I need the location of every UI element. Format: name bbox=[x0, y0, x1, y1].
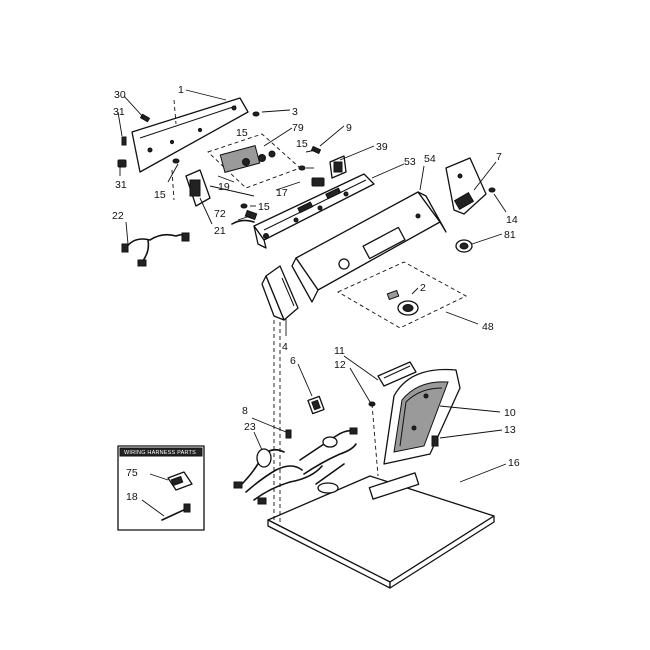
callout-19: 19 bbox=[218, 181, 230, 193]
callout-21: 21 bbox=[214, 225, 226, 237]
callout-15-left: 15 bbox=[154, 189, 166, 201]
callout-4: 4 bbox=[282, 341, 288, 353]
callout-10: 10 bbox=[504, 407, 516, 419]
callout-7: 7 bbox=[496, 151, 502, 163]
callout-11: 11 bbox=[334, 345, 345, 357]
part-13-screw bbox=[431, 435, 439, 447]
part-15-screws bbox=[172, 158, 306, 209]
callout-12: 12 bbox=[334, 359, 346, 371]
part-54-console bbox=[291, 191, 447, 303]
callout-13: 13 bbox=[504, 424, 516, 436]
part-1-rear-panel bbox=[131, 97, 249, 173]
part-17-connector bbox=[311, 177, 325, 187]
part-10-lid bbox=[383, 368, 461, 465]
callout-54: 54 bbox=[424, 153, 436, 165]
callout-22: 22 bbox=[112, 210, 124, 222]
callout-16: 16 bbox=[508, 457, 520, 469]
part-53-control-strip bbox=[253, 173, 375, 249]
part-7-end-cap bbox=[445, 157, 487, 215]
callout-75: 75 bbox=[126, 467, 138, 479]
inset-title: WIRING HARNESS PARTS bbox=[124, 450, 196, 456]
callout-39: 39 bbox=[376, 141, 388, 153]
part-81-knob bbox=[455, 239, 473, 253]
callout-31-lower: 31 bbox=[115, 179, 127, 191]
callout-15-mid: 15 bbox=[258, 201, 270, 213]
callout-9: 9 bbox=[346, 122, 352, 134]
part-4-end-cap bbox=[261, 265, 299, 321]
callout-1: 1 bbox=[178, 84, 184, 96]
part-6-switch bbox=[307, 395, 325, 415]
callout-17: 17 bbox=[276, 187, 288, 199]
part-21-bracket bbox=[185, 169, 211, 207]
part-23-wire-harness bbox=[233, 427, 358, 505]
callout-15-right: 15 bbox=[296, 138, 308, 150]
part-22-wire-harness bbox=[121, 232, 190, 267]
callout-79: 79 bbox=[292, 122, 304, 134]
leader-lines bbox=[117, 89, 507, 524]
callout-48: 48 bbox=[482, 321, 494, 333]
callout-18: 18 bbox=[126, 491, 138, 503]
callout-6: 6 bbox=[290, 355, 296, 367]
callout-31-upper: 31 bbox=[113, 106, 125, 118]
part-79-switch-bracket bbox=[207, 133, 301, 189]
wiring-harness-inset: WIRING HARNESS PARTS bbox=[117, 445, 205, 531]
callout-3: 3 bbox=[292, 106, 298, 118]
part-48-knob-area bbox=[337, 261, 467, 329]
screw-3 bbox=[252, 111, 260, 117]
part-8-screw bbox=[285, 429, 292, 439]
callout-81: 81 bbox=[504, 229, 516, 241]
callout-30: 30 bbox=[114, 89, 126, 101]
callout-2: 2 bbox=[420, 282, 426, 294]
callout-8: 8 bbox=[242, 405, 248, 417]
callout-23: 23 bbox=[244, 421, 256, 433]
callout-15-top: 15 bbox=[236, 127, 248, 139]
part-14-screw bbox=[488, 187, 496, 193]
screw-31-lower bbox=[117, 159, 127, 168]
callout-labels: 1 30 31 31 3 79 15 9 15 39 53 54 7 14 81… bbox=[112, 84, 520, 503]
part-72-harness bbox=[231, 209, 258, 225]
callout-72: 72 bbox=[214, 208, 226, 220]
part-39-clip bbox=[329, 155, 347, 179]
callout-14: 14 bbox=[506, 214, 518, 226]
screw-31-upper bbox=[121, 136, 127, 146]
part-16-top-panel bbox=[267, 472, 495, 589]
part-11-latch bbox=[377, 361, 417, 387]
callout-53: 53 bbox=[404, 156, 416, 168]
